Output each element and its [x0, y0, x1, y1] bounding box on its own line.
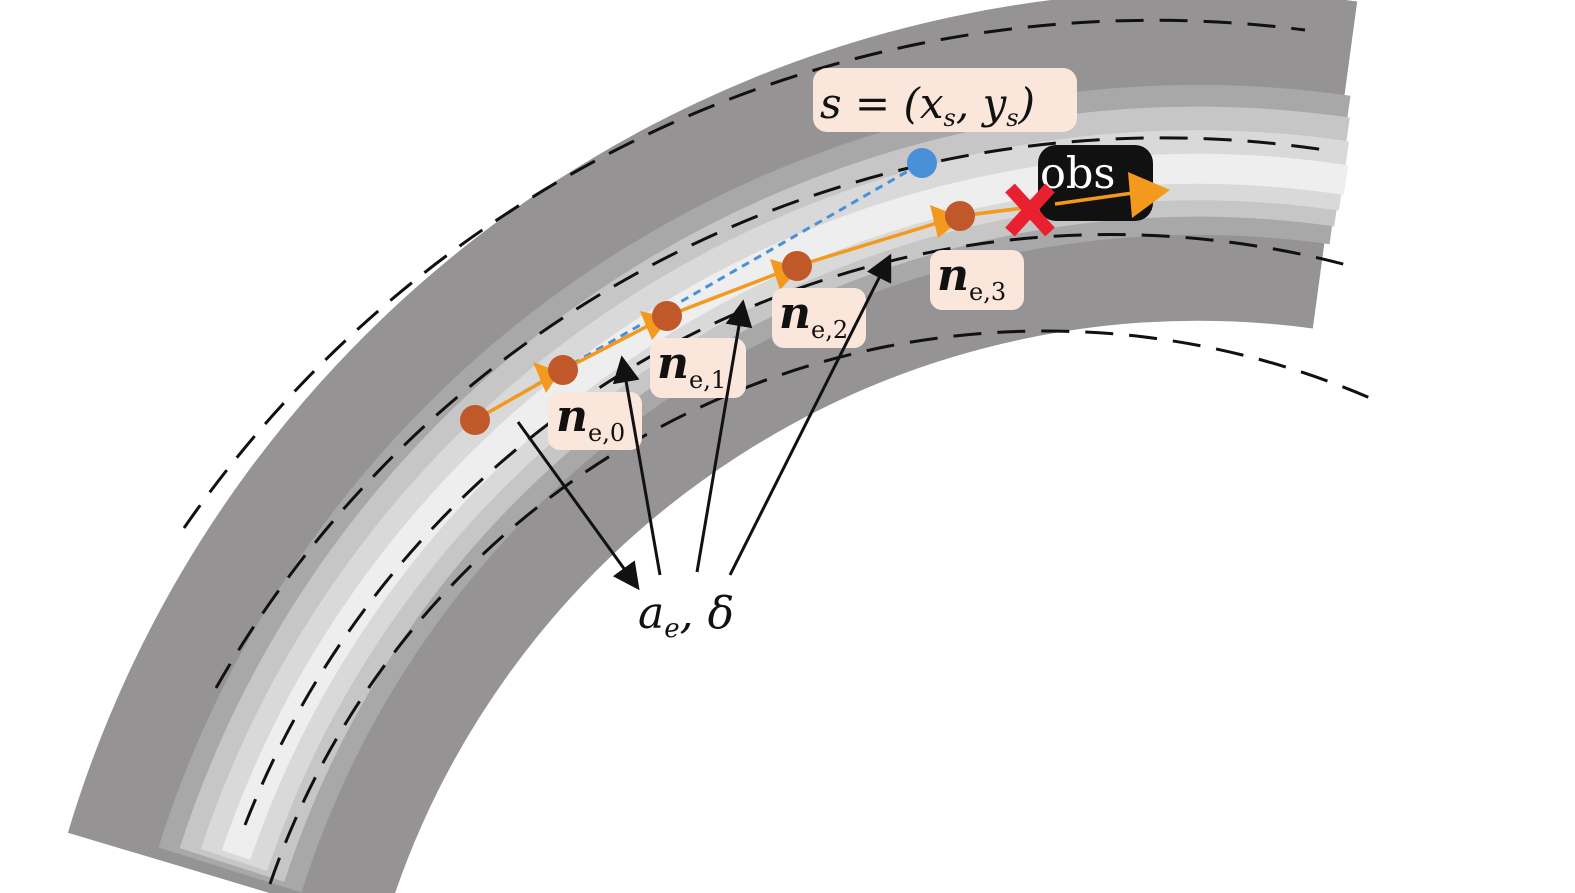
- node-label-3-sub: e,3: [969, 278, 1006, 306]
- node-label-1-symbol: n: [657, 338, 689, 389]
- state-sep: ,: [956, 79, 983, 128]
- action-arrow-to-label: [516, 421, 640, 591]
- trajectory-node-start: [460, 405, 490, 435]
- road: [67, 0, 1371, 893]
- action-arrows: [516, 253, 892, 591]
- action-arrow-1: [612, 355, 662, 576]
- node-label-0-box: [548, 392, 642, 450]
- svg-text:ne,0: ne,0: [556, 391, 625, 447]
- state-y-sub: s: [1006, 104, 1018, 132]
- trajectory-node-3: [945, 201, 975, 231]
- svg-text:ne,2: ne,2: [779, 288, 848, 344]
- state-y: y: [981, 79, 1008, 128]
- node-label-1-box: [650, 338, 746, 398]
- action-arrow-3: [728, 253, 892, 576]
- state-label-text: s = (xs, ys): [820, 79, 1035, 132]
- trajectory: [460, 201, 1056, 435]
- svg-text:ne,3: ne,3: [937, 250, 1006, 306]
- action-arrow-2: [695, 299, 753, 573]
- state-point: [907, 148, 937, 178]
- node-label-0-sub: e,0: [588, 419, 625, 447]
- lane-marking-top: [182, 18, 1306, 529]
- node-label-2-box: [772, 288, 866, 348]
- lane-marking-bottom: [268, 329, 1371, 885]
- state-label-box: [813, 68, 1077, 132]
- node-label-3-box: [930, 250, 1024, 310]
- lane-marking-upper: [214, 136, 1326, 689]
- node-label-0: ne,0: [548, 391, 642, 450]
- node-label-3-symbol: n: [937, 250, 969, 301]
- obstacle-arrowhead: [1128, 172, 1170, 218]
- state-suffix: ): [1018, 79, 1035, 128]
- state-x: x: [920, 79, 944, 128]
- lane-marking-lower: [243, 233, 1359, 826]
- state-prefix: s = (: [820, 79, 921, 128]
- node-label-1: ne,1: [650, 338, 746, 398]
- node-label-2-symbol: n: [779, 288, 811, 339]
- trajectory-node-1: [652, 301, 682, 331]
- node-label-2: ne,2: [772, 288, 866, 348]
- node-label-1-sub: e,1: [689, 366, 726, 394]
- node-label-2-sub: e,2: [811, 316, 848, 344]
- collision-x-icon: [1005, 183, 1055, 237]
- obstacle-trajectory-extension: [1054, 190, 1141, 206]
- action-delta: δ: [708, 588, 735, 639]
- state-label: s = (xs, ys): [813, 68, 1077, 132]
- trajectory-node-0: [548, 355, 578, 385]
- state-x-sub: s: [944, 104, 956, 132]
- obstacle: obs: [1038, 145, 1170, 221]
- node-label-0-symbol: n: [556, 391, 588, 442]
- trajectory-node-2: [782, 251, 812, 281]
- action-sep: ,: [680, 588, 708, 639]
- svg-text:ne,1: ne,1: [657, 338, 726, 394]
- action-a: a: [638, 588, 664, 639]
- action-label: ae, δ: [638, 588, 734, 644]
- node-label-3: ne,3: [930, 250, 1024, 310]
- action-a-sub: e: [664, 614, 679, 644]
